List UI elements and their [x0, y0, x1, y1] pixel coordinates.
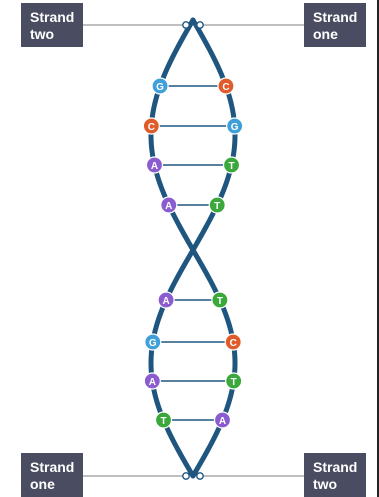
base-letter: T [160, 416, 166, 427]
label-text-line2: two [30, 26, 83, 43]
base-G-node: G [152, 78, 168, 94]
base-C-node: C [225, 334, 241, 350]
base-G-node: G [227, 118, 243, 134]
base-A-node: A [146, 157, 162, 173]
base-T-node: T [156, 412, 172, 428]
base-letter: A [219, 416, 226, 427]
base-G-node: G [145, 334, 161, 350]
base-letter: T [217, 296, 223, 307]
base-T-node: T [212, 292, 228, 308]
base-letter: G [149, 338, 157, 349]
strand-end-marker [197, 22, 203, 28]
base-letter: C [148, 122, 155, 133]
base-C-node: C [143, 118, 159, 134]
base-C-node: C [218, 78, 234, 94]
label-strand-two-top: Strand two [21, 3, 83, 47]
label-strand-one-bottom: Strand one [21, 453, 83, 497]
base-letter: T [228, 161, 234, 172]
base-T-node: T [226, 373, 242, 389]
strand-end-marker [197, 473, 203, 479]
base-letter: G [231, 122, 239, 133]
base-T-node: T [209, 197, 225, 213]
base-letter: T [231, 377, 237, 388]
label-text-line1: Strand [313, 459, 366, 476]
base-letter: G [156, 82, 164, 93]
base-A-node: A [158, 292, 174, 308]
label-strand-one-top: Strand one [304, 3, 366, 47]
base-letter: A [149, 377, 156, 388]
base-A-node: A [161, 197, 177, 213]
label-text-line2: one [313, 26, 366, 43]
base-A-node: A [144, 373, 160, 389]
base-letter: A [151, 161, 158, 172]
base-letter: C [230, 338, 237, 349]
label-text-line1: Strand [30, 9, 83, 26]
base-letter: A [162, 296, 169, 307]
label-text-line1: Strand [30, 459, 83, 476]
base-A-node: A [214, 412, 230, 428]
label-strand-two-bottom: Strand two [304, 453, 366, 497]
base-letter: A [165, 201, 172, 212]
label-text-line2: one [30, 476, 83, 493]
base-T-node: T [224, 157, 240, 173]
strand-end-marker [183, 22, 189, 28]
strand-end-marker [183, 473, 189, 479]
base-letter: C [222, 82, 229, 93]
base-letter: T [214, 201, 220, 212]
label-text-line2: two [313, 476, 366, 493]
label-text-line1: Strand [313, 9, 366, 26]
